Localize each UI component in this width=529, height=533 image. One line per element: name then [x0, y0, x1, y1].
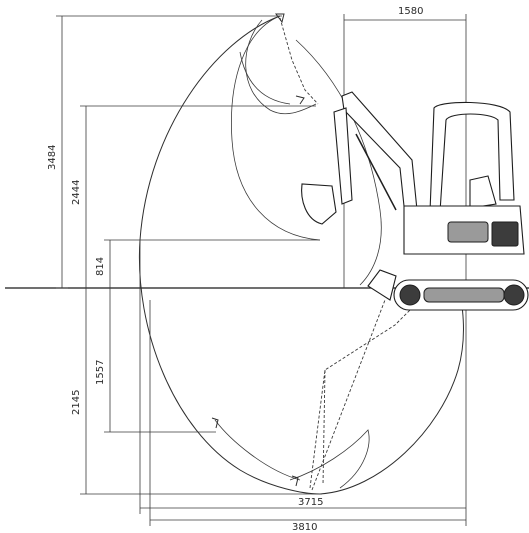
boom-cylinder: [355, 133, 397, 211]
bucket-mark-depth-left: [211, 417, 219, 429]
inner-arc-bucket: [239, 51, 291, 105]
sprocket-wheel: [503, 284, 525, 306]
bucket-mark-bottom: [291, 475, 299, 487]
label-max-vertical-wall-depth: 1557: [95, 360, 106, 385]
dashed-arm-deep: [309, 299, 421, 489]
label-max-reach-at-ground: 3715: [298, 497, 323, 508]
dashed-reach-line: [311, 299, 386, 491]
label-max-dump-height: 2444: [71, 180, 82, 205]
inner-arc-upper: [231, 15, 321, 241]
dashed-vertical: [322, 369, 326, 486]
idler-wheel: [399, 284, 421, 306]
outer-reach-envelope-right: [319, 287, 464, 495]
outer-reach-envelope: [138, 15, 321, 495]
dozer-blade: [367, 269, 397, 301]
side-panel: [491, 221, 519, 247]
inner-arc-lower: [289, 429, 370, 489]
track-rollers: [423, 287, 505, 303]
label-blade-lift: 814: [95, 257, 106, 276]
cab-canopy: [429, 101, 515, 213]
inner-arc-mid: [245, 19, 317, 115]
inner-arc-depth: [214, 419, 301, 481]
operator-seat: [469, 175, 497, 209]
bucket-mark-top: [275, 13, 285, 24]
label-max-digging-reach: 3810: [292, 522, 317, 533]
excavator-arm: [333, 107, 353, 205]
dashed-arm-high: [279, 17, 319, 105]
excavator: [301, 91, 529, 311]
label-max-digging-height: 3484: [47, 145, 58, 170]
excavator-bucket: [301, 183, 337, 225]
bucket-mark-mid: [295, 95, 305, 105]
inner-arc-right: [295, 39, 382, 286]
label-tail-swing: 1580: [398, 6, 423, 17]
label-max-digging-depth: 2145: [71, 390, 82, 415]
engine-cover: [447, 221, 489, 243]
